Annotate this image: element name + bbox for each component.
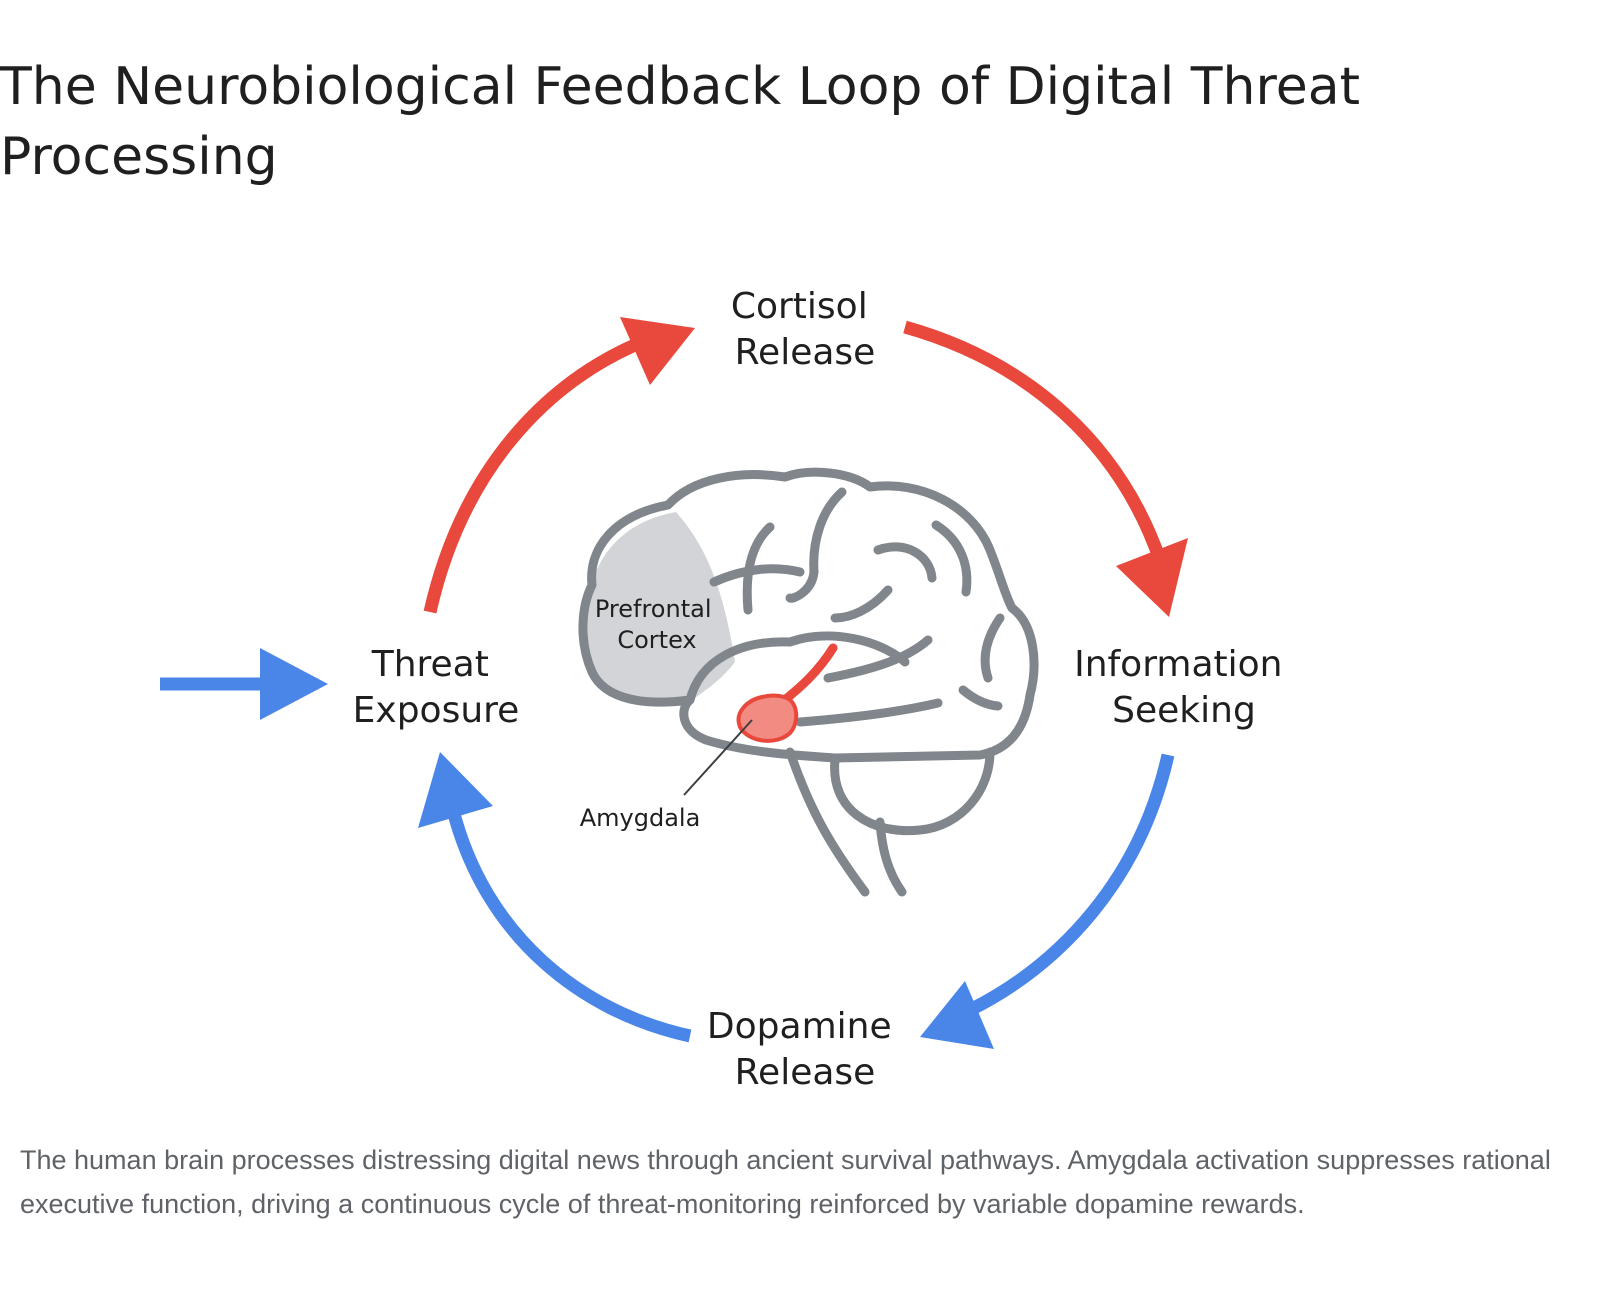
brain-illustration (578, 467, 1039, 897)
sulcus-4 (873, 542, 937, 583)
arrow-dopamine-to-threat-shaft (446, 808, 692, 1043)
arrow-cortisol-to-information-shaft (903, 320, 1167, 563)
label-information-seeking-line2: Seeking (1112, 690, 1256, 731)
label-prefrontal-cortex-line2: Cortex (617, 626, 696, 654)
sulcus-2 (742, 522, 775, 615)
prefrontal-cortex-region (583, 512, 735, 703)
arrow-threat-to-cortisol-shaft (423, 339, 638, 614)
label-threat-exposure-line2: Exposure (353, 690, 520, 731)
label-dopamine-release-line2: Release (735, 1052, 876, 1093)
sulcus-3 (785, 487, 847, 603)
label-amygdala: Amygdala (580, 804, 701, 832)
sulcus-7 (980, 613, 1005, 683)
sulcus-5 (830, 585, 893, 623)
label-cortisol-release-line1: Cortisol (731, 286, 868, 327)
arrow-entry-head (260, 648, 328, 720)
brain-stem-left (785, 747, 870, 897)
arrow-entry (160, 648, 328, 720)
brain-stem-right (875, 817, 907, 897)
arrow-cortisol-to-information (903, 320, 1188, 617)
sulcus-1 (709, 564, 805, 587)
label-cortisol-release-line2: Release (735, 332, 876, 373)
sulcus-10 (795, 698, 943, 727)
label-information-seeking-line1: Information (1074, 644, 1282, 685)
arrow-threat-to-cortisol (423, 317, 695, 614)
label-prefrontal-cortex-line1: Prefrontal (595, 595, 712, 623)
arrow-threat-to-cortisol-head (620, 317, 695, 385)
brain-outline (578, 467, 1039, 763)
amygdala-body (736, 693, 799, 743)
label-threat-exposure: Threat Exposure (353, 644, 520, 731)
amygdala-pointer-line (683, 719, 753, 796)
temporal-lobe-outline (685, 631, 910, 705)
page-title: The Neurobiological Feedback Loop of Dig… (0, 57, 1360, 187)
arrow-information-to-dopamine-shaft (967, 753, 1175, 1016)
sulcus-6 (931, 520, 972, 597)
label-threat-exposure-line1: Threat (371, 644, 489, 685)
cerebellum-outline (830, 747, 995, 836)
arrow-dopamine-to-threat (418, 752, 692, 1043)
arrow-information-to-dopamine-head (920, 981, 994, 1049)
label-dopamine-release: Dopamine Release (707, 1006, 903, 1093)
sulcus-9 (823, 635, 933, 683)
arrow-cortisol-to-information-head (1116, 538, 1188, 617)
arrow-information-to-dopamine (920, 753, 1175, 1049)
label-dopamine-release-line1: Dopamine (707, 1006, 892, 1047)
label-cortisol-release: Cortisol Release (731, 286, 879, 373)
arrow-dopamine-to-threat-head (418, 752, 493, 828)
sulcus-8 (958, 685, 1003, 711)
caption: The human brain processes distressing di… (20, 1145, 1551, 1219)
label-information-seeking: Information Seeking (1074, 644, 1294, 731)
label-prefrontal-cortex: Prefrontal Cortex (595, 595, 719, 654)
